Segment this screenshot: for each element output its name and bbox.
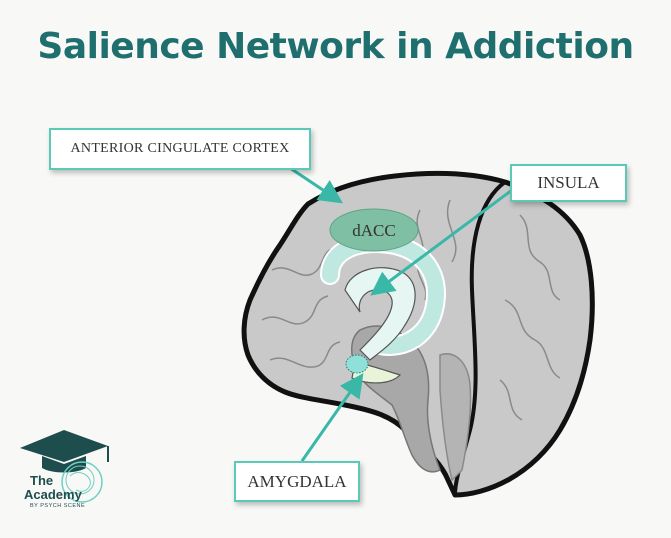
logo-line3: BY PSYCH SCENE xyxy=(30,503,86,509)
acc-label-box: ANTERIOR CINGULATE CORTEX xyxy=(49,128,311,170)
acc-label: ANTERIOR CINGULATE CORTEX xyxy=(70,141,290,156)
insula-label-box: INSULA xyxy=(510,164,627,202)
academy-logo xyxy=(20,430,109,503)
cerebellum-region xyxy=(439,353,472,482)
logo-line1: The xyxy=(30,473,54,488)
amygdala-label-box: AMYGDALA xyxy=(234,461,360,502)
page-title: Salience Network in Addiction xyxy=(37,26,634,67)
insula-arrow xyxy=(370,188,513,296)
dacc-ellipse xyxy=(329,208,419,252)
logo-line2: Academy xyxy=(24,487,82,502)
dacc-label: dACC xyxy=(352,221,395,240)
amygdala-shape xyxy=(345,354,369,374)
cingulate-outer-stroke xyxy=(322,235,444,354)
amygdala-arrow xyxy=(300,373,364,462)
insula-label: INSULA xyxy=(537,173,600,192)
graduation-cap-icon xyxy=(20,430,108,462)
acc-arrow xyxy=(289,166,343,204)
amygdala-label: AMYGDALA xyxy=(247,471,347,491)
